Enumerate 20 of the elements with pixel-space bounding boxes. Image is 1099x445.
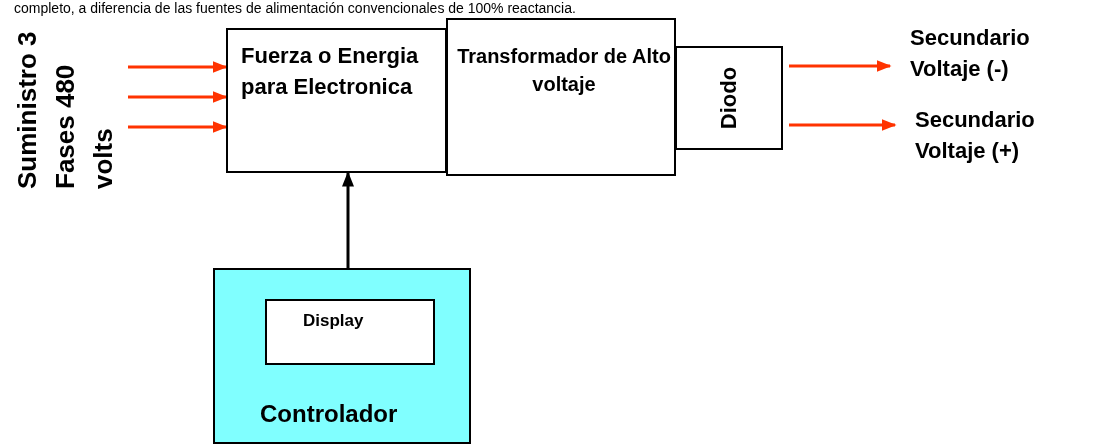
- supply-label: Suministro 3 Fases 480 volts: [11, 30, 119, 189]
- box-label: Transformador de Alto voltaje: [456, 44, 672, 97]
- output-label: Secundario Voltaje (-): [910, 24, 1031, 83]
- box-label: Display: [303, 311, 364, 331]
- arrow: [342, 171, 354, 268]
- process-box: [446, 18, 676, 176]
- arrow: [128, 121, 228, 133]
- arrow: [789, 60, 892, 72]
- arrow: [128, 91, 228, 103]
- box-label: Fuerza o Energia para Electronica: [241, 42, 420, 101]
- output-label: Secundario Voltaje (+): [915, 106, 1036, 165]
- box-label: Diodo: [716, 66, 742, 130]
- arrow: [789, 119, 897, 131]
- display-box: [265, 299, 435, 365]
- process-box: [226, 28, 447, 173]
- note-text: completo, a diferencia de las fuentes de alimentación convencionales de 100% reactancia.: [14, 0, 576, 16]
- process-box: [675, 46, 783, 150]
- controller-box: [213, 268, 471, 444]
- arrow: [128, 61, 228, 73]
- box-label: Controlador: [260, 400, 398, 428]
